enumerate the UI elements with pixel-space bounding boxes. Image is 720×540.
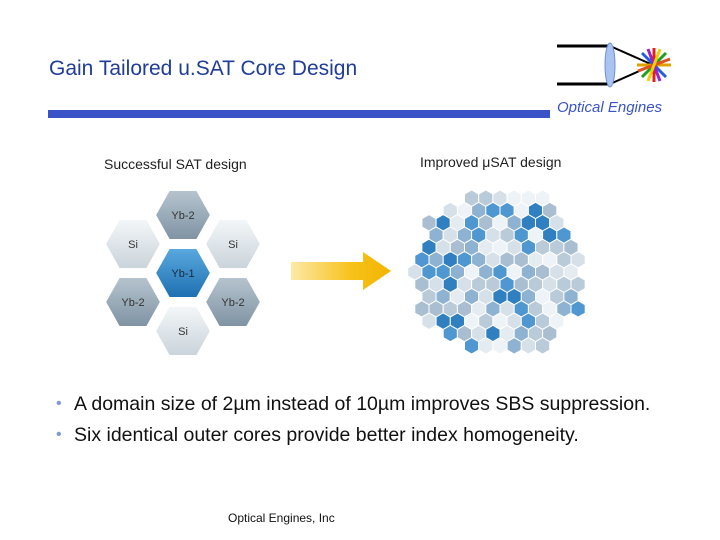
brand-name: Optical Engines	[557, 99, 663, 116]
slide-title: Gain Tailored u.SAT Core Design	[49, 57, 358, 80]
svg-text:Yb-2: Yb-2	[171, 210, 194, 222]
right-arrow	[291, 252, 391, 290]
bullet-text: Six identical outer cores provide better…	[74, 424, 579, 446]
micro-hex-cell	[492, 337, 508, 355]
hex-cell-lower-left: Yb-2	[103, 276, 163, 328]
hex-cell-upper-right: Si	[203, 218, 263, 270]
micro-hex-cell	[442, 324, 458, 343]
hex-cell-lower-right: Yb-2	[203, 276, 263, 328]
right-caption: Improved μSAT design	[420, 154, 562, 170]
bullet-list: •A domain size of 2µm instead of 10µm im…	[56, 392, 696, 454]
svg-text:Yb-2: Yb-2	[121, 297, 144, 309]
hex-cell-center: Yb-1	[153, 247, 213, 299]
title-divider	[48, 110, 550, 118]
usat-hex-cluster	[407, 189, 586, 355]
footer-text: Optical Engines, Inc	[228, 511, 335, 525]
bullet-text: A domain size of 2µm instead of 10µm imp…	[74, 393, 651, 415]
bullet-item: •A domain size of 2µm instead of 10µm im…	[56, 393, 651, 415]
micro-hex-cell	[520, 337, 536, 355]
hex-cell-top: Yb-2	[153, 190, 213, 241]
micro-hex-cell	[478, 337, 494, 355]
sat-hex-diagram: Yb-2 Si Si Yb-1 Yb-2 Yb-2 Si	[103, 190, 263, 357]
micro-hex-cell	[506, 337, 522, 355]
bullet-item: •Six identical outer cores provide bette…	[56, 424, 579, 446]
micro-hex-cell	[535, 337, 551, 355]
svg-text:Yb-2: Yb-2	[221, 297, 244, 309]
optical-engines-logo	[557, 42, 671, 88]
left-caption: Successful SAT design	[104, 156, 247, 172]
svg-text:Si: Si	[128, 239, 138, 251]
micro-hex-cell	[464, 337, 480, 355]
svg-text:Yb-1: Yb-1	[171, 268, 194, 280]
svg-text:Si: Si	[178, 326, 188, 338]
micro-hex-cell	[570, 300, 586, 318]
svg-text:Si: Si	[228, 239, 238, 251]
hex-cell-upper-left: Si	[103, 218, 163, 270]
micro-hex-cell	[421, 312, 437, 330]
hex-cell-bottom: Si	[153, 305, 213, 357]
